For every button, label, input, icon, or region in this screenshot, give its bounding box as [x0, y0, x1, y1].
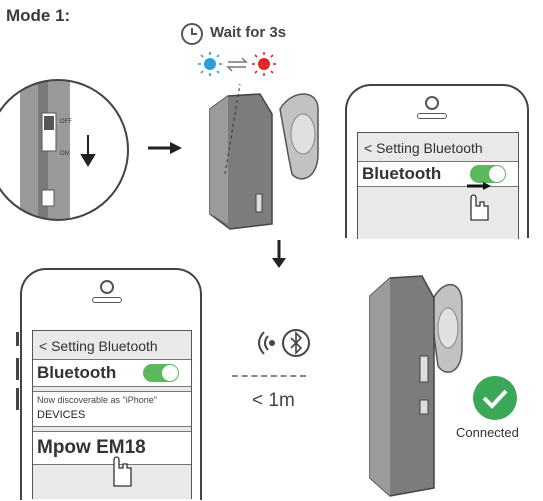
arrow-right-icon	[148, 142, 182, 154]
connected-status: Connected	[456, 425, 519, 440]
bluetooth-label: Bluetooth	[37, 363, 117, 382]
phone-side-button	[16, 332, 19, 346]
distance-line	[232, 375, 306, 377]
power-switch-zoom: OFF ON	[0, 79, 129, 221]
bluetooth-row: Bluetooth	[33, 359, 191, 387]
phone-camera-icon	[425, 96, 439, 110]
bluetooth-toggle[interactable]	[470, 165, 506, 183]
arrow-down-icon	[80, 135, 96, 167]
bluetooth-icon	[282, 329, 310, 357]
setting-bluetooth-header[interactable]: < Setting Bluetooth	[364, 140, 483, 156]
tap-hand-icon	[113, 456, 132, 487]
wait-label: Wait for 3s	[210, 24, 287, 41]
mode-title: Mode 1:	[6, 6, 71, 25]
phone-camera-icon	[100, 280, 114, 294]
phone-side-button	[16, 388, 19, 410]
discoverable-text: Now discoverable as "iPhone"	[37, 395, 157, 405]
check-circle-icon	[473, 376, 517, 420]
switch-off-label: OFF	[60, 119, 72, 125]
phone-1: < Setting Bluetooth Bluetooth	[345, 84, 529, 239]
discoverable-row: Now discoverable as "iPhone" DEVICES	[33, 391, 191, 427]
led-indicator	[198, 52, 276, 76]
alternate-arrows-icon	[226, 57, 248, 72]
device-list-item[interactable]: Mpow EM18	[33, 431, 191, 465]
phone-speaker-icon	[417, 113, 447, 119]
clock-icon	[181, 23, 203, 45]
phone-side-button	[16, 358, 19, 380]
distance-label: < 1m	[252, 390, 295, 411]
headset-image	[209, 84, 319, 230]
phone-2-screen: < Setting Bluetooth Bluetooth Now discov…	[32, 330, 192, 499]
device-name: Mpow EM18	[37, 437, 146, 458]
bluetooth-label: Bluetooth	[362, 164, 442, 183]
arrow-down-icon	[272, 240, 286, 268]
setting-bluetooth-header[interactable]: < Setting Bluetooth	[39, 338, 158, 354]
phone-speaker-icon	[92, 297, 122, 303]
pairing-signal	[258, 329, 310, 357]
phone-2: < Setting Bluetooth Bluetooth Now discov…	[16, 268, 202, 500]
blue-led-icon	[198, 52, 222, 76]
phone-1-screen: < Setting Bluetooth Bluetooth	[357, 132, 519, 239]
bluetooth-row: Bluetooth	[358, 161, 518, 187]
bluetooth-toggle[interactable]	[143, 364, 179, 382]
switch-on-label: ON	[60, 151, 69, 157]
headset-image	[369, 275, 463, 497]
wireless-signal-icon	[258, 331, 275, 355]
tap-hand-icon	[467, 182, 491, 221]
red-led-icon	[252, 52, 276, 76]
devices-label: DEVICES	[37, 409, 86, 421]
